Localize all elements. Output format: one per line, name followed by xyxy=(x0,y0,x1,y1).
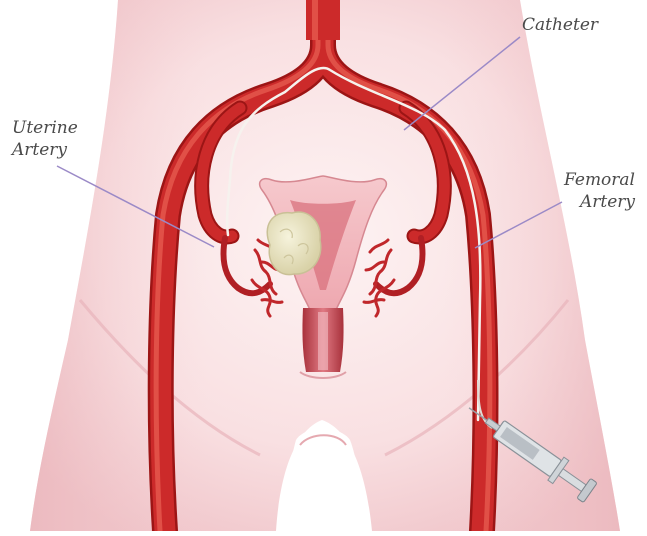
catheter-label-text: Catheter xyxy=(522,15,598,35)
femoral-artery-label: Femoral Artery xyxy=(564,169,635,213)
uterine-artery-label: Uterine Artery xyxy=(12,117,78,161)
catheter-label: Catheter xyxy=(522,14,598,36)
fibroid xyxy=(267,212,321,275)
uterine-artery-label-line2: Artery xyxy=(12,139,78,161)
uterine-artery-label-line1: Uterine xyxy=(12,117,78,139)
femoral-artery-label-line1: Femoral xyxy=(564,169,635,191)
femoral-artery-label-line2: Artery xyxy=(564,191,635,213)
